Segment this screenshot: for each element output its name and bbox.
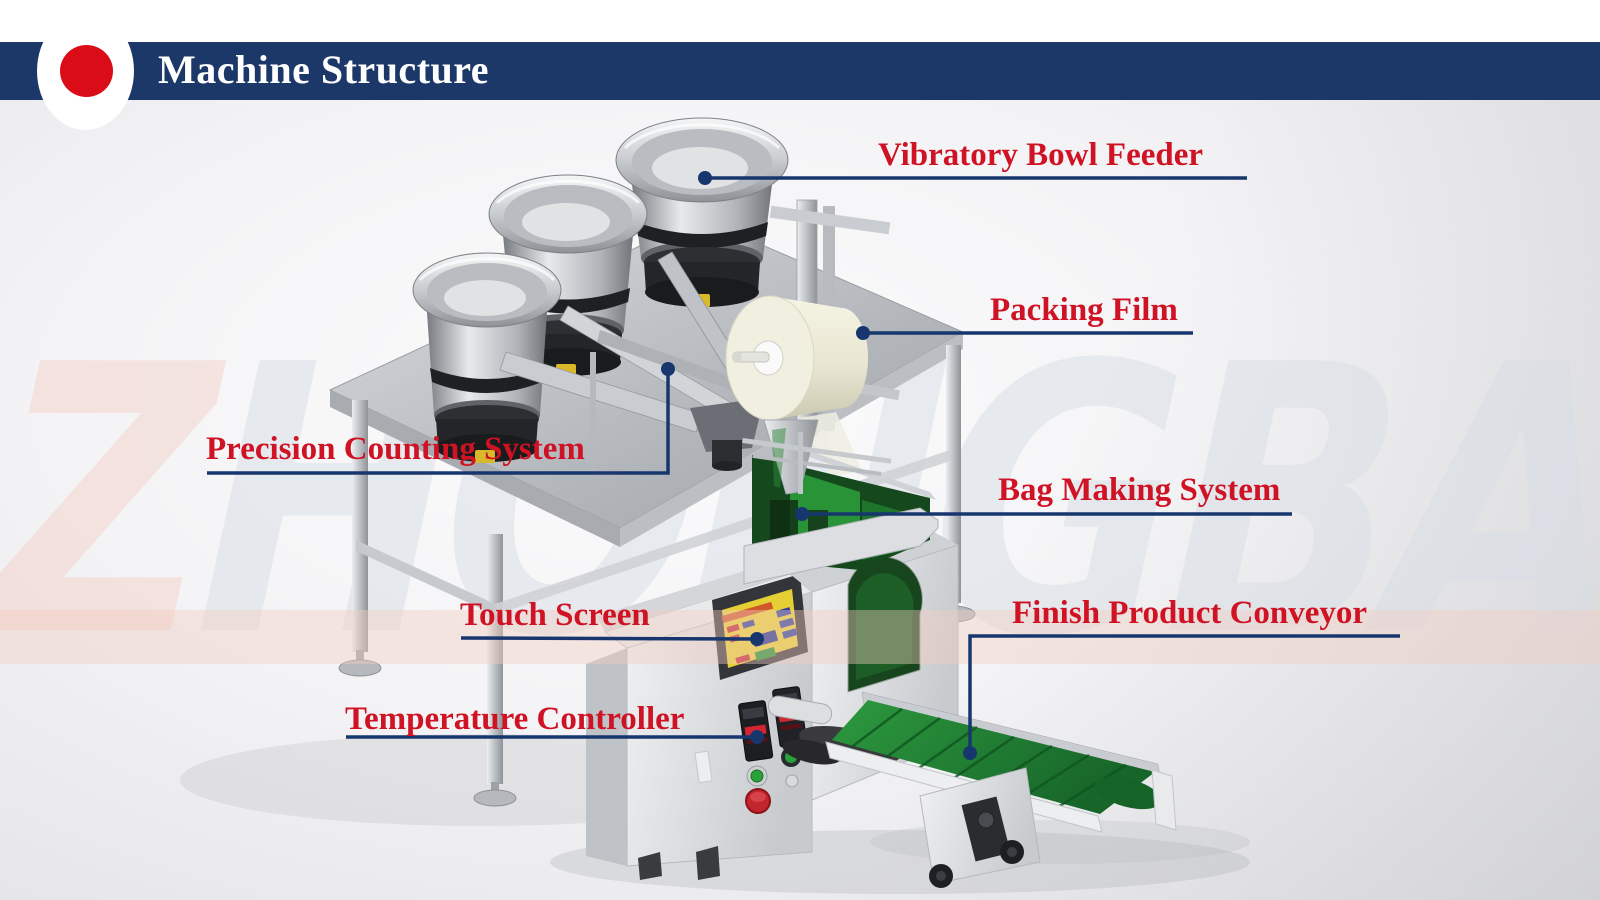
- callout-label-bag-making-system: Bag Making System: [998, 472, 1281, 508]
- callout-label-precision-counting-system: Precision Counting System: [206, 431, 585, 467]
- callout-label-touch-screen: Touch Screen: [460, 597, 650, 633]
- header-bar: [0, 42, 1600, 100]
- page-title: Machine Structure: [158, 47, 490, 92]
- callout-label-finish-product-conveyor: Finish Product Conveyor: [1012, 595, 1368, 631]
- callout-label-packing-film: Packing Film: [990, 292, 1178, 328]
- header-banner: Machine Structure: [0, 0, 1600, 130]
- brand-dot-icon: [60, 45, 113, 97]
- callout-label-temperature-controller: Temperature Controller: [345, 701, 685, 737]
- callout-label-vibratory-bowl-feeder: Vibratory Bowl Feeder: [878, 137, 1204, 173]
